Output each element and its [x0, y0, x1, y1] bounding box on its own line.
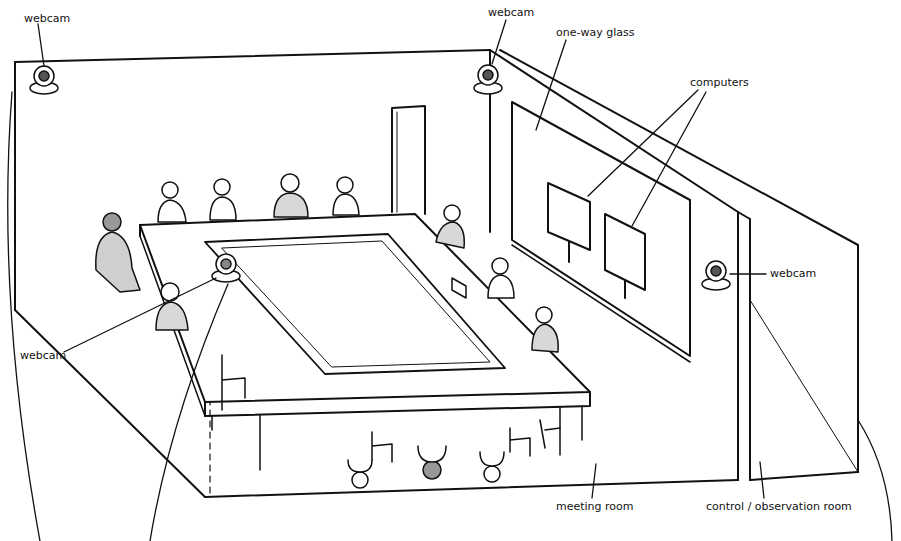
person-body — [156, 302, 188, 330]
person-head — [103, 213, 121, 231]
door — [397, 112, 398, 212]
person-head — [281, 174, 299, 192]
person-head — [352, 472, 368, 488]
webcam-body — [34, 66, 54, 86]
view-arc — [150, 284, 228, 541]
leader-line — [592, 464, 596, 498]
webcam-body — [478, 65, 498, 85]
person-head — [337, 177, 353, 193]
room-walls — [15, 50, 858, 497]
person-body — [333, 194, 359, 215]
webcam-lens — [483, 70, 493, 80]
callout-label: webcam — [20, 349, 66, 362]
person-head — [214, 179, 230, 195]
monitor-stand — [624, 280, 626, 298]
table-leg — [259, 415, 261, 470]
view-arc — [858, 420, 892, 541]
leader-line — [588, 90, 698, 196]
wall-edge — [490, 50, 738, 212]
one-way-glass — [512, 102, 690, 356]
callout-label: webcam — [24, 12, 70, 25]
leader-line — [38, 24, 44, 66]
person-body — [436, 222, 464, 248]
callout-label: meeting room — [556, 500, 634, 513]
person-body — [96, 232, 140, 292]
wall-edge — [857, 245, 859, 472]
person-head — [423, 461, 441, 479]
partition-wall — [738, 212, 750, 219]
leader-line — [760, 462, 764, 498]
webcam-lens — [221, 259, 231, 269]
leader-line — [536, 40, 566, 130]
view-arc — [8, 92, 40, 541]
person-body — [274, 193, 308, 217]
table-front — [139, 225, 141, 236]
chair — [540, 420, 560, 448]
webcam-lens — [711, 266, 721, 276]
person-head — [484, 466, 500, 482]
wall-edge — [15, 50, 490, 62]
wall-edge — [14, 62, 16, 310]
table-front — [140, 236, 205, 416]
person-head — [444, 205, 460, 221]
webcam-body — [706, 261, 726, 281]
table-front — [205, 392, 590, 416]
callout-label: computers — [690, 76, 749, 89]
leader-line — [730, 273, 766, 274]
callout-label: one-way glass — [556, 26, 634, 39]
computer-monitor — [605, 214, 645, 290]
floor-edge — [205, 480, 738, 497]
person-body — [158, 200, 186, 222]
computer-monitor — [548, 183, 590, 250]
floor-edge — [750, 300, 858, 472]
partition-wall — [749, 219, 751, 480]
person-body — [532, 324, 558, 352]
person-head — [492, 258, 508, 274]
webcams — [30, 65, 730, 290]
glass-ledge — [512, 245, 690, 362]
monitor-stand — [568, 242, 570, 262]
leader-lines — [8, 20, 892, 541]
table-leg — [581, 406, 583, 440]
person-body — [418, 446, 446, 462]
person-head — [536, 307, 552, 323]
callout-label: control / observation room — [706, 500, 852, 513]
leader-line — [492, 20, 506, 64]
floor-screen — [222, 241, 490, 367]
laptop — [452, 278, 466, 298]
chair — [372, 432, 392, 462]
meeting-table — [140, 214, 590, 470]
table-top — [140, 214, 590, 402]
table-leg — [559, 407, 561, 455]
person-body — [348, 460, 372, 472]
floor-edge — [750, 472, 858, 480]
webcam-lens — [39, 71, 49, 81]
person-body — [488, 275, 514, 298]
table-opening — [205, 234, 505, 374]
chair — [510, 428, 530, 456]
person-body — [210, 197, 236, 220]
table-leg — [211, 416, 213, 430]
people — [96, 174, 558, 488]
chairs — [222, 355, 560, 462]
callout-label: webcam — [488, 6, 534, 19]
person-body — [480, 452, 504, 466]
door — [392, 106, 425, 214]
chair — [222, 355, 245, 410]
partition-wall — [737, 212, 739, 480]
callout-label: webcam — [770, 267, 816, 280]
leader-line — [632, 92, 706, 226]
person-head — [162, 182, 178, 198]
leader-line — [64, 278, 216, 352]
person-head — [161, 283, 179, 301]
webcam-body — [216, 254, 236, 274]
